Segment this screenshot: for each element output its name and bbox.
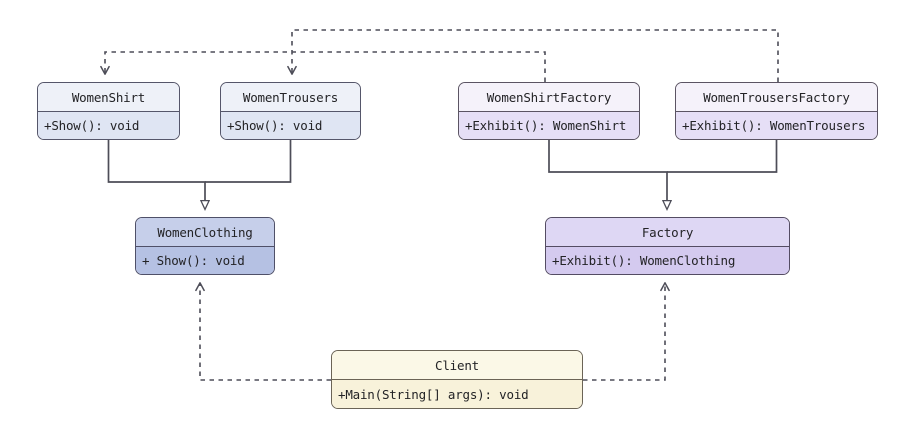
rel-client-uses-clothing xyxy=(195,282,331,381)
class-box-client[interactable]: Client +Main(String[] args): void xyxy=(331,350,583,409)
class-box-women-trousers[interactable]: WomenTrousers +Show(): void xyxy=(220,82,361,140)
rel-client-uses-factory xyxy=(583,282,670,381)
class-members-women-trousers: +Show(): void xyxy=(221,111,360,139)
rel-trousersfactory-creates-trousers xyxy=(287,29,779,82)
class-name-women-shirt: WomenShirt xyxy=(38,83,179,111)
class-members-women-shirt: +Show(): void xyxy=(38,111,179,139)
rel-shirt-generalization xyxy=(107,140,206,209)
class-box-women-trousers-factory[interactable]: WomenTrousersFactory +Exhibit(): WomenTr… xyxy=(675,82,878,140)
class-name-women-clothing: WomenClothing xyxy=(136,218,274,246)
class-box-factory[interactable]: Factory +Exhibit(): WomenClothing xyxy=(545,217,790,275)
class-members-women-clothing: + Show(): void xyxy=(136,246,274,274)
class-members-women-trousers-factory: +Exhibit(): WomenTrousers xyxy=(676,111,877,139)
class-name-client: Client xyxy=(332,351,582,379)
class-members-women-shirt-factory: +Exhibit(): WomenShirt xyxy=(459,111,639,139)
class-box-women-shirt-factory[interactable]: WomenShirtFactory +Exhibit(): WomenShirt xyxy=(458,82,640,140)
class-box-women-clothing[interactable]: WomenClothing + Show(): void xyxy=(135,217,275,275)
class-members-factory: +Exhibit(): WomenClothing xyxy=(546,246,789,274)
class-name-women-trousers: WomenTrousers xyxy=(221,83,360,111)
class-name-women-trousers-factory: WomenTrousersFactory xyxy=(676,83,877,111)
class-box-women-shirt[interactable]: WomenShirt +Show(): void xyxy=(37,82,180,140)
rel-shirtfactory-creates-shirt xyxy=(100,51,546,82)
class-name-factory: Factory xyxy=(546,218,789,246)
rel-trousers-generalization xyxy=(205,140,292,183)
rel-trousersfactory-generalization xyxy=(667,140,778,173)
rel-shirtfactory-generalization xyxy=(548,140,667,209)
class-members-client: +Main(String[] args): void xyxy=(332,379,582,408)
class-name-women-shirt-factory: WomenShirtFactory xyxy=(459,83,639,111)
